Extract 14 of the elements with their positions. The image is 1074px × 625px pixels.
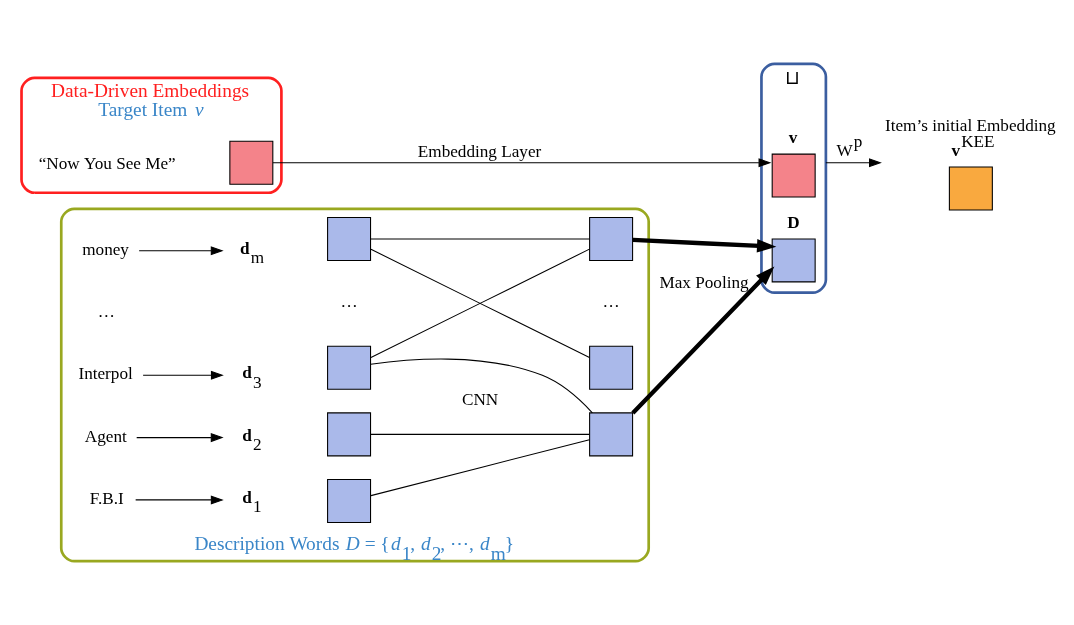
node-label: v [788, 128, 798, 148]
node-text: Agent [84, 426, 127, 446]
label: CNN [461, 390, 499, 410]
node-text: “Now You See Me” [38, 153, 176, 173]
edge-label: Embedding Layer [417, 142, 542, 162]
label: … [340, 292, 358, 312]
node-label: Item’s initial Embedding [884, 116, 1056, 136]
node-label: D [787, 212, 800, 232]
edge-label: Max Pooling [659, 273, 749, 293]
node-text: F.B.I [89, 488, 124, 508]
label: … [602, 292, 620, 312]
node-text: Interpol [78, 364, 133, 384]
node-text: money [82, 239, 129, 259]
label: … [97, 302, 115, 322]
